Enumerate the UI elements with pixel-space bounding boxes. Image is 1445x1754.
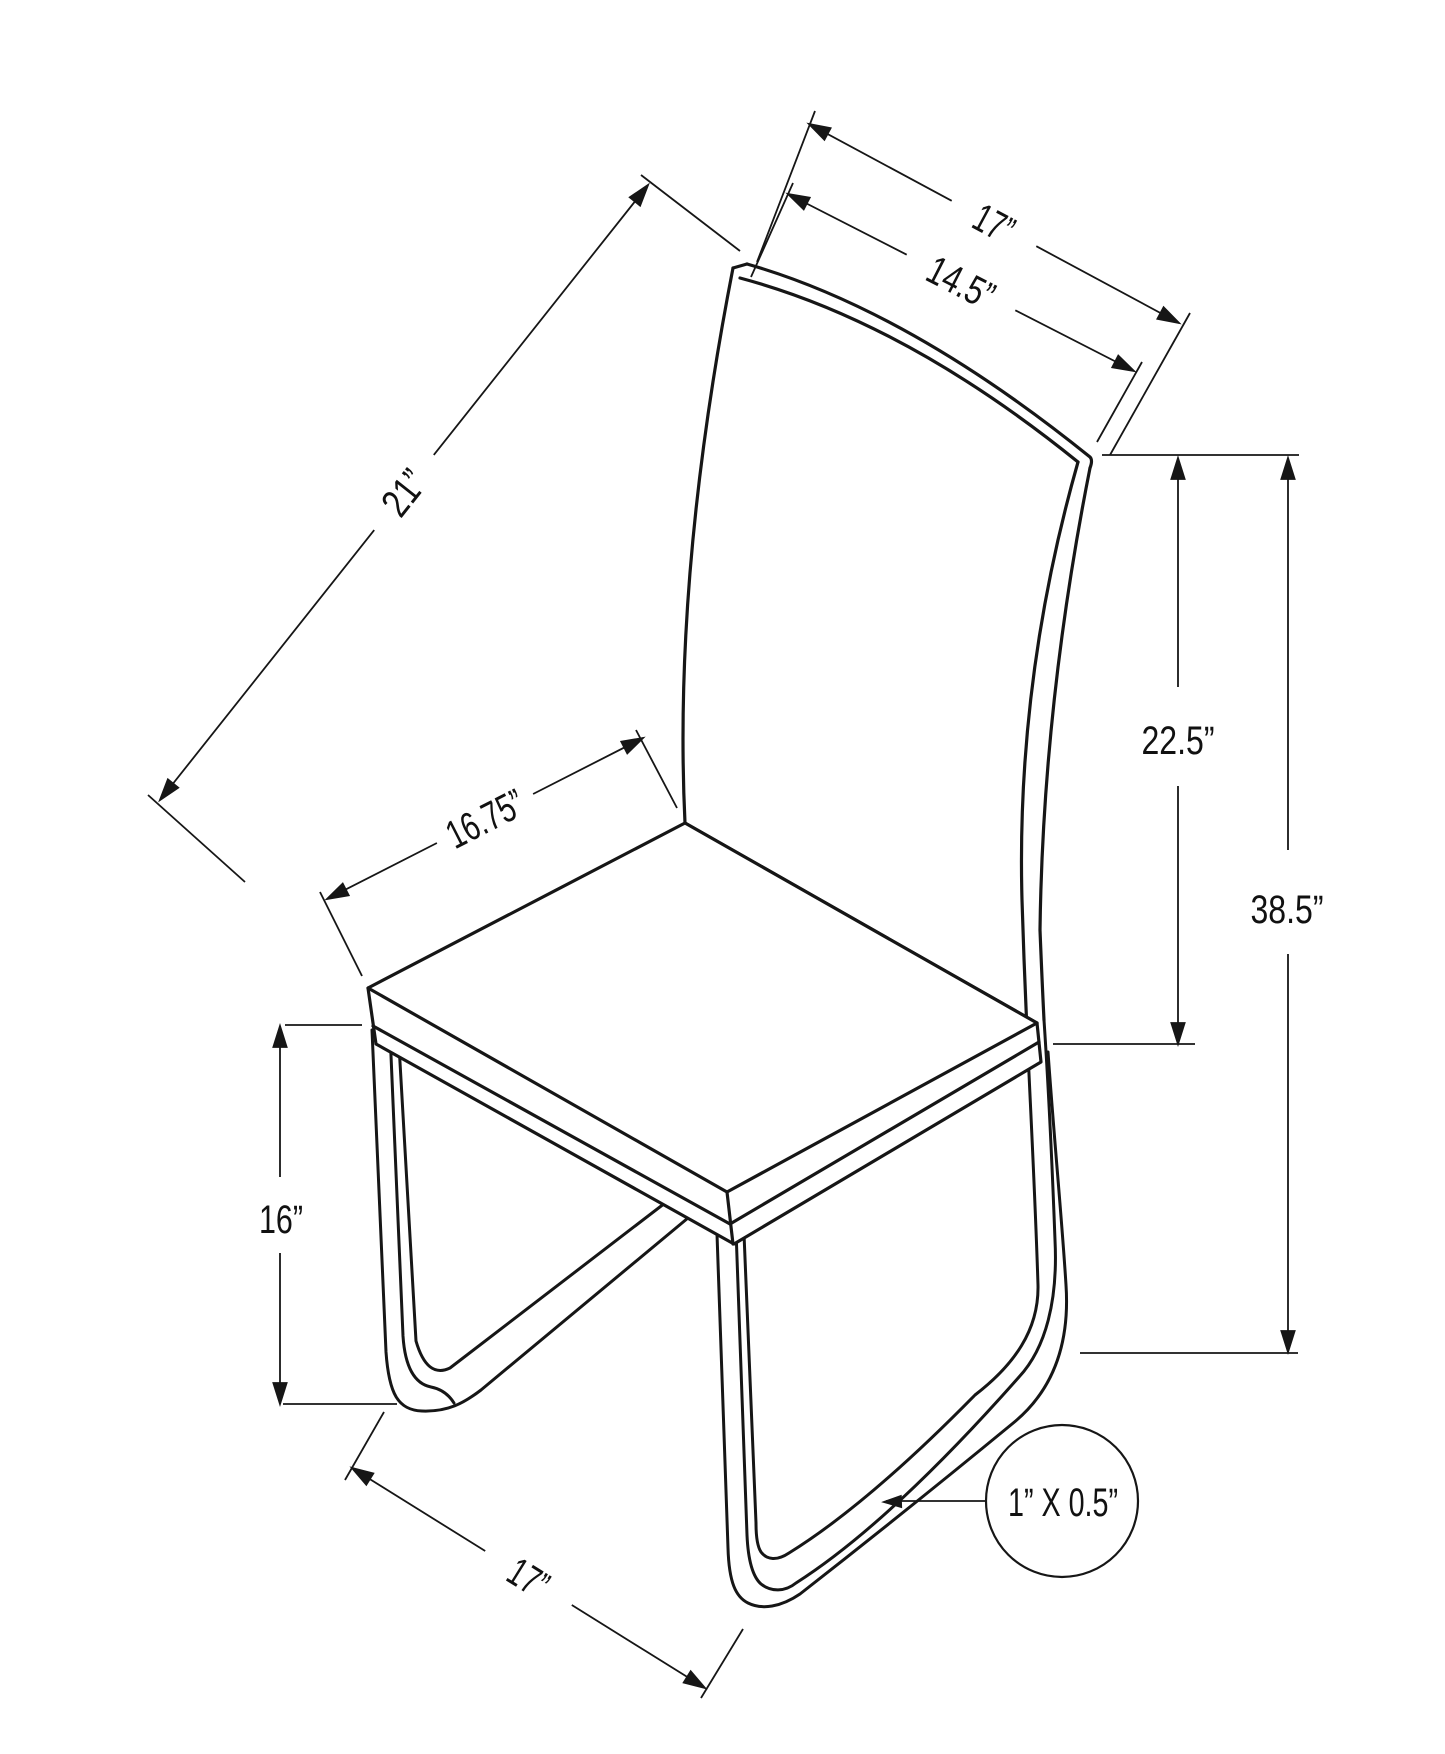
- svg-text:16”: 16”: [259, 1198, 303, 1242]
- svg-text:38.5”: 38.5”: [1251, 888, 1324, 932]
- svg-text:22.5”: 22.5”: [1142, 719, 1215, 763]
- svg-text:1” X 0.5”: 1” X 0.5”: [1008, 1481, 1118, 1525]
